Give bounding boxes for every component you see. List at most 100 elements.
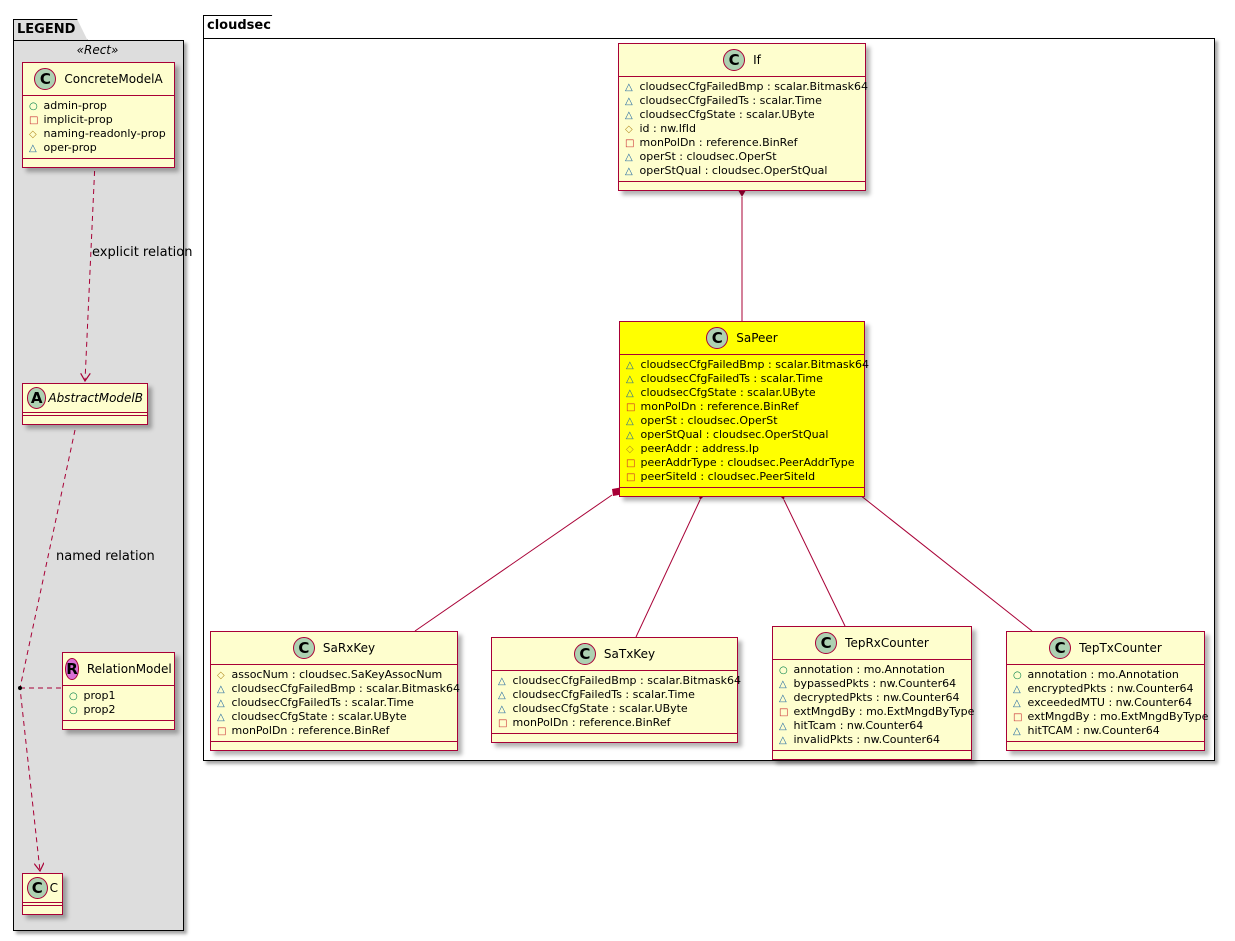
class-If[interactable]: C If △ cloudsecCfgFailedBmp : scalar.Bitm… (618, 43, 868, 191)
class-kind-icon: C (573, 643, 596, 665)
class-SaRxKey[interactable]: C SaRxKey◇ assocNum : cloudsec.SaKeyAsso… (210, 631, 460, 751)
attribute-text: annotation : mo.Annotation (1027, 668, 1179, 681)
relation-kind-icon: R (65, 658, 79, 680)
class-header: C If (619, 44, 865, 77)
attribute-text: prop2 (83, 703, 116, 716)
public-visibility-icon: ○ (1013, 670, 1022, 681)
package-visibility-icon: △ (626, 360, 634, 371)
class-ConcreteModelA[interactable]: C ConcreteModelA○ admin-prop□ implicit-p… (22, 62, 175, 168)
attribute: △ cloudsecCfgFailedBmp : scalar.Bitmask6… (625, 80, 868, 94)
attribute-list (23, 903, 62, 906)
class-C[interactable]: C C (22, 873, 63, 915)
attribute-text: admin-prop (43, 99, 107, 112)
explicit-relation-edge (85, 161, 96, 381)
attribute-list: ○ admin-prop□ implicit-prop◇ naming-read… (23, 96, 174, 159)
class-RelationModel[interactable]: R RelationModel○ prop1○ prop2 (62, 652, 175, 730)
attribute: △ cloudsecCfgFailedTs : scalar.Time (498, 688, 731, 702)
attribute-text: monPolDn : reference.BinRef (512, 716, 671, 729)
attribute-text: operStQual : cloudsec.OperStQual (640, 428, 829, 441)
public-visibility-icon: ○ (779, 665, 788, 676)
attribute-text: hitTcam : nw.Counter64 (793, 719, 924, 732)
attribute-text: monPolDn : reference.BinRef (640, 400, 799, 413)
attribute-text: oper-prop (43, 141, 97, 154)
attribute-text: monPolDn : reference.BinRef (639, 136, 798, 149)
attribute-list: △ cloudsecCfgFailedBmp : scalar.Bitmask6… (619, 77, 868, 182)
attribute-list: ○ annotation : mo.Annotation △ bypassedPk… (773, 660, 974, 751)
attribute: ◇ peerAddr : address.Ip (626, 442, 858, 456)
sapeer-teprxcounter-composition (783, 499, 846, 627)
package-visibility-icon: △ (779, 735, 787, 746)
attribute-text: cloudsecCfgFailedTs : scalar.Time (640, 372, 823, 385)
class-kind-icon: C (815, 632, 838, 654)
attribute-text: exceededMTU : nw.Counter64 (1027, 696, 1193, 709)
protected-visibility-icon: ◇ (626, 444, 634, 455)
package-visibility-icon: △ (626, 416, 634, 427)
explicit-relation-label: explicit relation (92, 245, 193, 260)
attribute-text: cloudsecCfgState : scalar.UByte (639, 108, 815, 121)
private-visibility-icon: □ (779, 707, 789, 718)
class-AbstractModelB[interactable]: A AbstractModelB (22, 383, 148, 425)
class-name: ConcreteModelA (64, 72, 163, 86)
package-visibility-icon: △ (1013, 698, 1021, 709)
attribute: △ cloudsecCfgState : scalar.UByte (625, 108, 859, 122)
attribute: △ cloudsecCfgFailedBmp : scalar.Bitmask6… (217, 682, 460, 696)
methods-section (63, 721, 174, 729)
named-relation-label: named relation (56, 549, 155, 564)
attribute-list: ○ prop1○ prop2 (63, 686, 174, 721)
package-visibility-icon: △ (498, 690, 506, 701)
legend-stereotype: «Rect» (76, 43, 119, 57)
attribute-text: cloudsecCfgState : scalar.UByte (231, 710, 407, 723)
package-visibility-icon: △ (1013, 684, 1021, 695)
protected-visibility-icon: ◇ (217, 670, 225, 681)
class-TepRxCounter[interactable]: C TepRxCounter○ annotation : mo.Annotati… (772, 626, 974, 760)
class-header: C SaTxKey (492, 638, 737, 671)
class-name: If (753, 53, 761, 67)
package-visibility-icon: △ (1013, 726, 1021, 737)
attribute: △ operStQual : cloudsec.OperStQual (626, 428, 858, 442)
class-header: C ConcreteModelA (23, 63, 174, 96)
class-TepTxCounter[interactable]: C TepTxCounter○ annotation : mo.Annotati… (1006, 631, 1208, 751)
attribute: △ cloudsecCfgFailedBmp : scalar.Bitmask6… (498, 674, 741, 688)
attribute: △ cloudsecCfgFailedBmp : scalar.Bitmask6… (626, 358, 869, 372)
class-kind-icon: C (292, 637, 315, 659)
class-header: A AbstractModelB (23, 384, 147, 413)
attribute: △ hitTCAM : nw.Counter64 (1013, 724, 1198, 738)
attribute: △ cloudsecCfgState : scalar.UByte (498, 702, 731, 716)
class-name: TepTxCounter (1079, 641, 1162, 655)
package-visibility-icon: △ (29, 143, 37, 154)
package-visibility-icon: △ (625, 152, 633, 163)
attribute: ○ prop1 (69, 689, 168, 703)
class-SaPeer[interactable]: C SaPeer△ cloudsecCfgFailedBmp : scalar.… (619, 321, 869, 497)
package-visibility-icon: △ (626, 430, 634, 441)
class-name: SaTxKey (603, 647, 656, 661)
attribute-text: bypassedPkts : nw.Counter64 (793, 677, 957, 690)
methods-section (773, 751, 971, 759)
attribute-text: annotation : mo.Annotation (793, 663, 945, 676)
attribute: □ extMngdBy : mo.ExtMngdByType (779, 705, 974, 719)
private-visibility-icon: □ (626, 472, 636, 483)
class-name: SaPeer (736, 331, 778, 345)
methods-section (23, 906, 62, 914)
abstract-kind-icon: A (27, 387, 47, 409)
attribute-text: encryptedPkts : nw.Counter64 (1027, 682, 1194, 695)
private-visibility-icon: □ (625, 138, 635, 149)
class-SaTxKey[interactable]: C SaTxKey △ cloudsecCfgFailedBmp : scalar… (491, 637, 741, 743)
attribute-text: operStQual : cloudsec.OperStQual (639, 164, 828, 177)
methods-section (620, 488, 864, 496)
methods-section (492, 734, 737, 742)
class-name: SaRxKey (322, 641, 376, 655)
attribute: △ cloudsecCfgState : scalar.UByte (217, 710, 451, 724)
attribute: □ peerSiteId : cloudsec.PeerSiteId (626, 470, 858, 484)
attribute: △ operStQual : cloudsec.OperStQual (625, 164, 859, 178)
class-header: C C (23, 874, 62, 903)
methods-section (23, 159, 174, 167)
attribute-text: operSt : cloudsec.OperSt (640, 414, 778, 427)
attribute: △ hitTcam : nw.Counter64 (779, 719, 965, 733)
private-visibility-icon: □ (498, 718, 508, 729)
attribute: □ monPolDn : reference.BinRef (217, 724, 451, 738)
class-name: AbstractModelB (48, 391, 143, 405)
attribute-text: peerAddr : address.Ip (640, 442, 760, 455)
sapeer-teptxcounter-composition (859, 494, 1033, 632)
methods-section (23, 416, 147, 424)
attribute-list: △ cloudsecCfgFailedBmp : scalar.Bitmask6… (492, 671, 741, 734)
